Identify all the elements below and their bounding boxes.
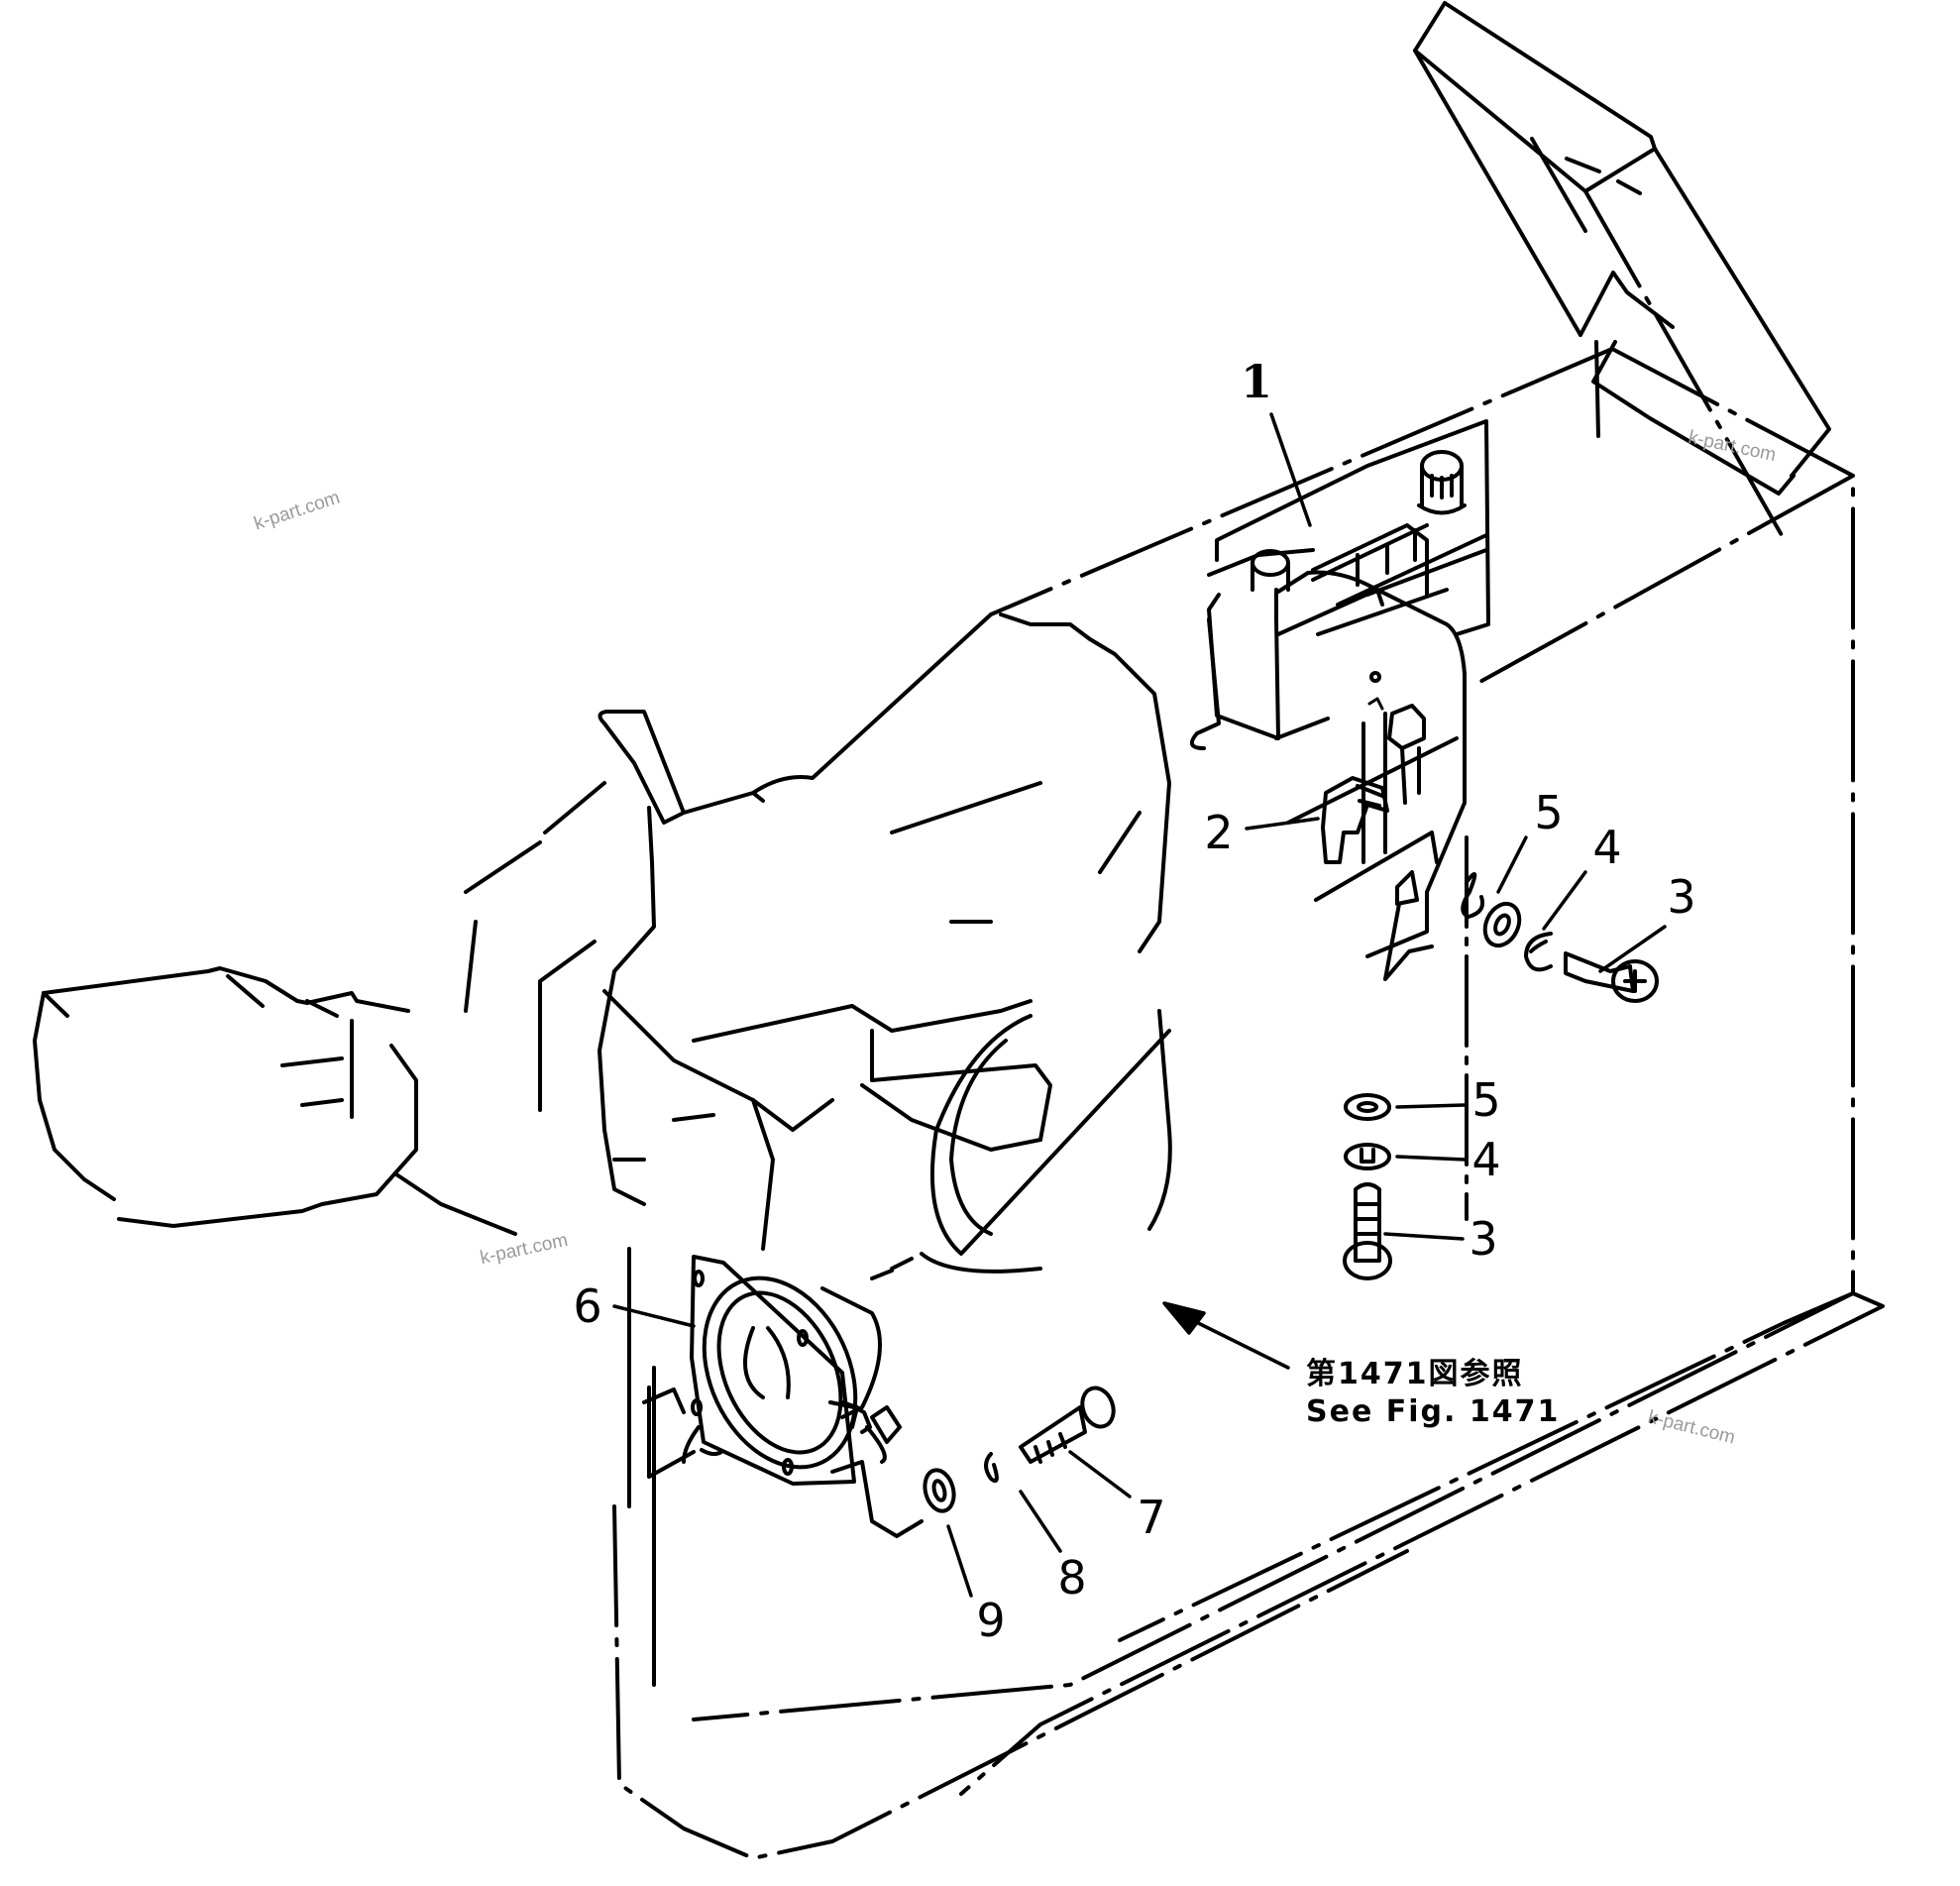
- cabinet-body: [612, 347, 1885, 1860]
- reference-note-english: See Fig. 1471: [1306, 1394, 1561, 1429]
- callout-4-upper: 4: [1592, 821, 1622, 874]
- callout-9: 9: [976, 1594, 1006, 1647]
- main-tank: [464, 612, 1171, 1251]
- leader-lines: [612, 412, 1667, 1598]
- callout-7: 7: [1137, 1491, 1166, 1544]
- callout-2: 2: [1204, 806, 1234, 859]
- speaker-horn: [627, 1247, 924, 1687]
- battery: [1189, 419, 1490, 750]
- front-block: [33, 966, 517, 1236]
- open-lid: [1413, 1, 1831, 537]
- cover-housing: [1276, 570, 1467, 958]
- hardware: [923, 872, 1659, 1513]
- reference-note-japanese: 第1471図参照: [1306, 1357, 1524, 1391]
- callout-3-upper: 3: [1667, 870, 1696, 924]
- reference-note: 第1471図参照 See Fig. 1471: [1306, 1356, 1560, 1431]
- callout-3-lower: 3: [1469, 1212, 1498, 1266]
- callout-4-lower: 4: [1471, 1133, 1501, 1186]
- callout-5-upper: 5: [1534, 786, 1564, 839]
- bracket: [1314, 776, 1469, 1221]
- callout-6: 6: [573, 1279, 602, 1333]
- callout-1: 1: [1240, 355, 1273, 408]
- callout-8: 8: [1057, 1551, 1087, 1605]
- wire-harness: [870, 1009, 1172, 1280]
- callout-5-lower: 5: [1471, 1073, 1501, 1127]
